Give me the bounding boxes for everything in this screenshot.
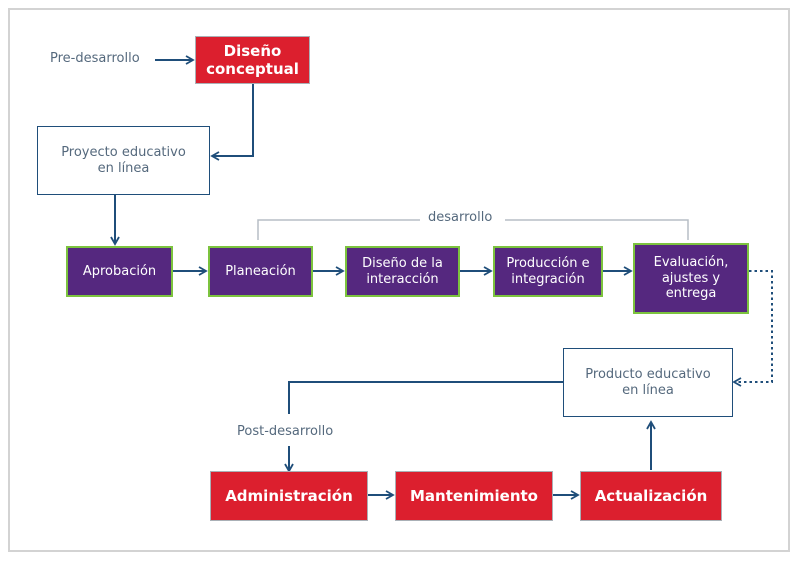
node-diseno-conceptual: Diseño conceptual [195,36,310,84]
node-evaluacion-label: Evaluación, ajustes y entrega [653,255,729,302]
node-diseno-interaccion: Diseño de la interacción [345,246,460,297]
node-actualizacion-label: Actualización [594,487,708,505]
node-aprobacion-label: Aprobación [82,263,157,279]
node-diseno-conceptual-label: Diseño conceptual [206,42,299,78]
node-evaluacion: Evaluación, ajustes y entrega [633,243,749,314]
node-planeacion: Planeación [208,246,313,297]
desarrollo-bracket-right [505,219,689,240]
arrow-diseno-to-proyecto [210,84,254,161]
node-administracion-label: Administración [225,487,353,505]
node-aprobacion: Aprobación [66,246,173,297]
node-mantenimiento: Mantenimiento [395,471,553,521]
node-producto-educativo: Producto educativo en línea [563,348,733,417]
arrow-evaluacion-to-producto [732,270,773,387]
arrow-producto-to-administracion [288,381,563,414]
pre-desarrollo-label: Pre-desarrollo [50,51,140,66]
node-proyecto-educativo: Proyecto educativo en línea [37,126,210,195]
node-planeacion-label: Planeación [225,263,296,279]
node-actualizacion: Actualización [580,471,722,521]
node-produccion-integracion-label: Producción e integración [506,255,590,287]
node-produccion-integracion: Producción e integración [493,246,603,297]
node-producto-educativo-label: Producto educativo en línea [585,366,711,398]
desarrollo-label: desarrollo [428,210,493,225]
post-desarrollo-label: Post-desarrollo [237,424,334,439]
node-mantenimiento-label: Mantenimiento [410,487,538,505]
node-diseno-interaccion-label: Diseño de la interacción [362,255,443,287]
desarrollo-bracket [257,219,420,240]
node-administracion: Administración [210,471,368,521]
node-proyecto-educativo-label: Proyecto educativo en línea [61,144,186,176]
